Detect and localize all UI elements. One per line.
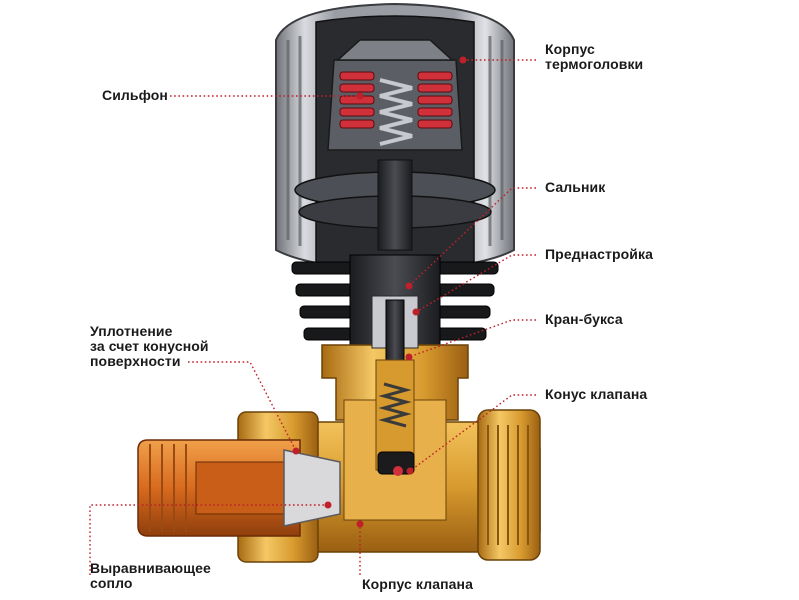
tailpiece <box>137 439 341 537</box>
cooling-fins <box>291 254 499 356</box>
label-nozzle: Выравнивающее сопло <box>90 560 211 591</box>
head-spring <box>379 78 413 146</box>
label-presetting: Преднастройка <box>545 246 653 262</box>
label-cone-seal: Уплотнение за счет конусной поверхности <box>90 323 209 369</box>
label-valve-body: Корпус клапана <box>362 576 473 592</box>
label-head-body: Корпус термоголовки <box>545 41 644 72</box>
leader-lines <box>89 59 536 575</box>
label-valve-insert: Кран-букса <box>545 311 623 327</box>
label-gland: Сальник <box>545 179 606 195</box>
valve-insert <box>371 295 419 471</box>
bellows <box>339 71 453 129</box>
head-base-discs <box>294 159 496 251</box>
leader-gland <box>408 187 536 287</box>
valve-spring <box>378 382 412 428</box>
valve-cone <box>377 451 415 476</box>
label-valve-cone: Конус клапана <box>545 386 648 402</box>
leader-valve-insert <box>408 319 536 358</box>
label-bellows: Сильфон <box>102 87 168 103</box>
